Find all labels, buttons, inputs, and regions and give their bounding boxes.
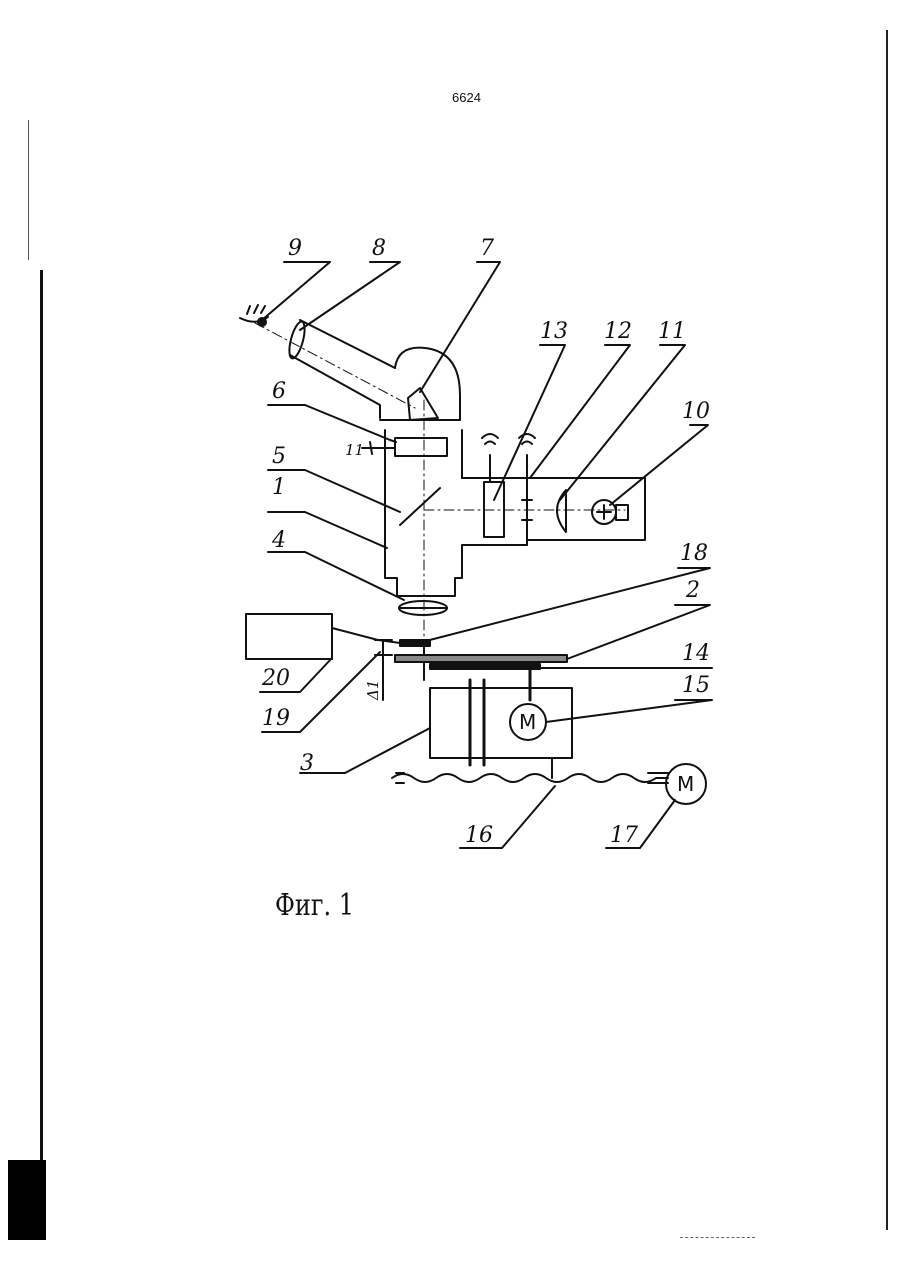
dimension-delta-label: Δ1 xyxy=(364,680,382,701)
label-15: 15 xyxy=(682,673,710,698)
label-5: 5 xyxy=(272,444,286,469)
label-7: 7 xyxy=(480,236,494,261)
label-3: 3 xyxy=(300,751,314,776)
prism-housing xyxy=(380,348,460,420)
sensor-box-20 xyxy=(246,614,332,659)
label-20: 20 xyxy=(261,666,290,691)
lead-screw-16 xyxy=(392,774,668,782)
prism-7 xyxy=(408,388,438,420)
label-17: 17 xyxy=(610,823,638,848)
label-19: 19 xyxy=(262,706,290,731)
diaphragm-12 xyxy=(522,455,532,545)
motor-17-symbol: M xyxy=(677,772,694,796)
label-1: 1 xyxy=(272,475,286,500)
label-14: 14 xyxy=(682,641,710,666)
label-13: 13 xyxy=(540,319,568,344)
stage-2 xyxy=(395,655,567,662)
label-8: 8 xyxy=(372,236,386,261)
label-16: 16 xyxy=(465,823,493,848)
light-ray-mark: 11 xyxy=(345,441,364,459)
carriage-frame-3 xyxy=(430,688,572,758)
motor-15-symbol: M xyxy=(519,710,536,734)
eyepiece-tube xyxy=(290,320,395,418)
figure-caption: Фиг. 1 xyxy=(275,888,354,923)
condenser-lens-11 xyxy=(557,490,566,532)
beam-splitter-5 xyxy=(400,488,440,525)
label-4: 4 xyxy=(271,528,286,553)
label-2: 2 xyxy=(685,578,700,603)
label-6: 6 xyxy=(272,379,286,404)
plate-14 xyxy=(430,664,540,669)
label-10: 10 xyxy=(682,399,710,424)
microscope-body-1 xyxy=(385,430,527,596)
label-12: 12 xyxy=(604,319,632,344)
label-9: 9 xyxy=(288,236,302,261)
filter-6 xyxy=(395,438,447,456)
label-18: 18 xyxy=(680,541,708,566)
label-11: 11 xyxy=(658,319,686,344)
